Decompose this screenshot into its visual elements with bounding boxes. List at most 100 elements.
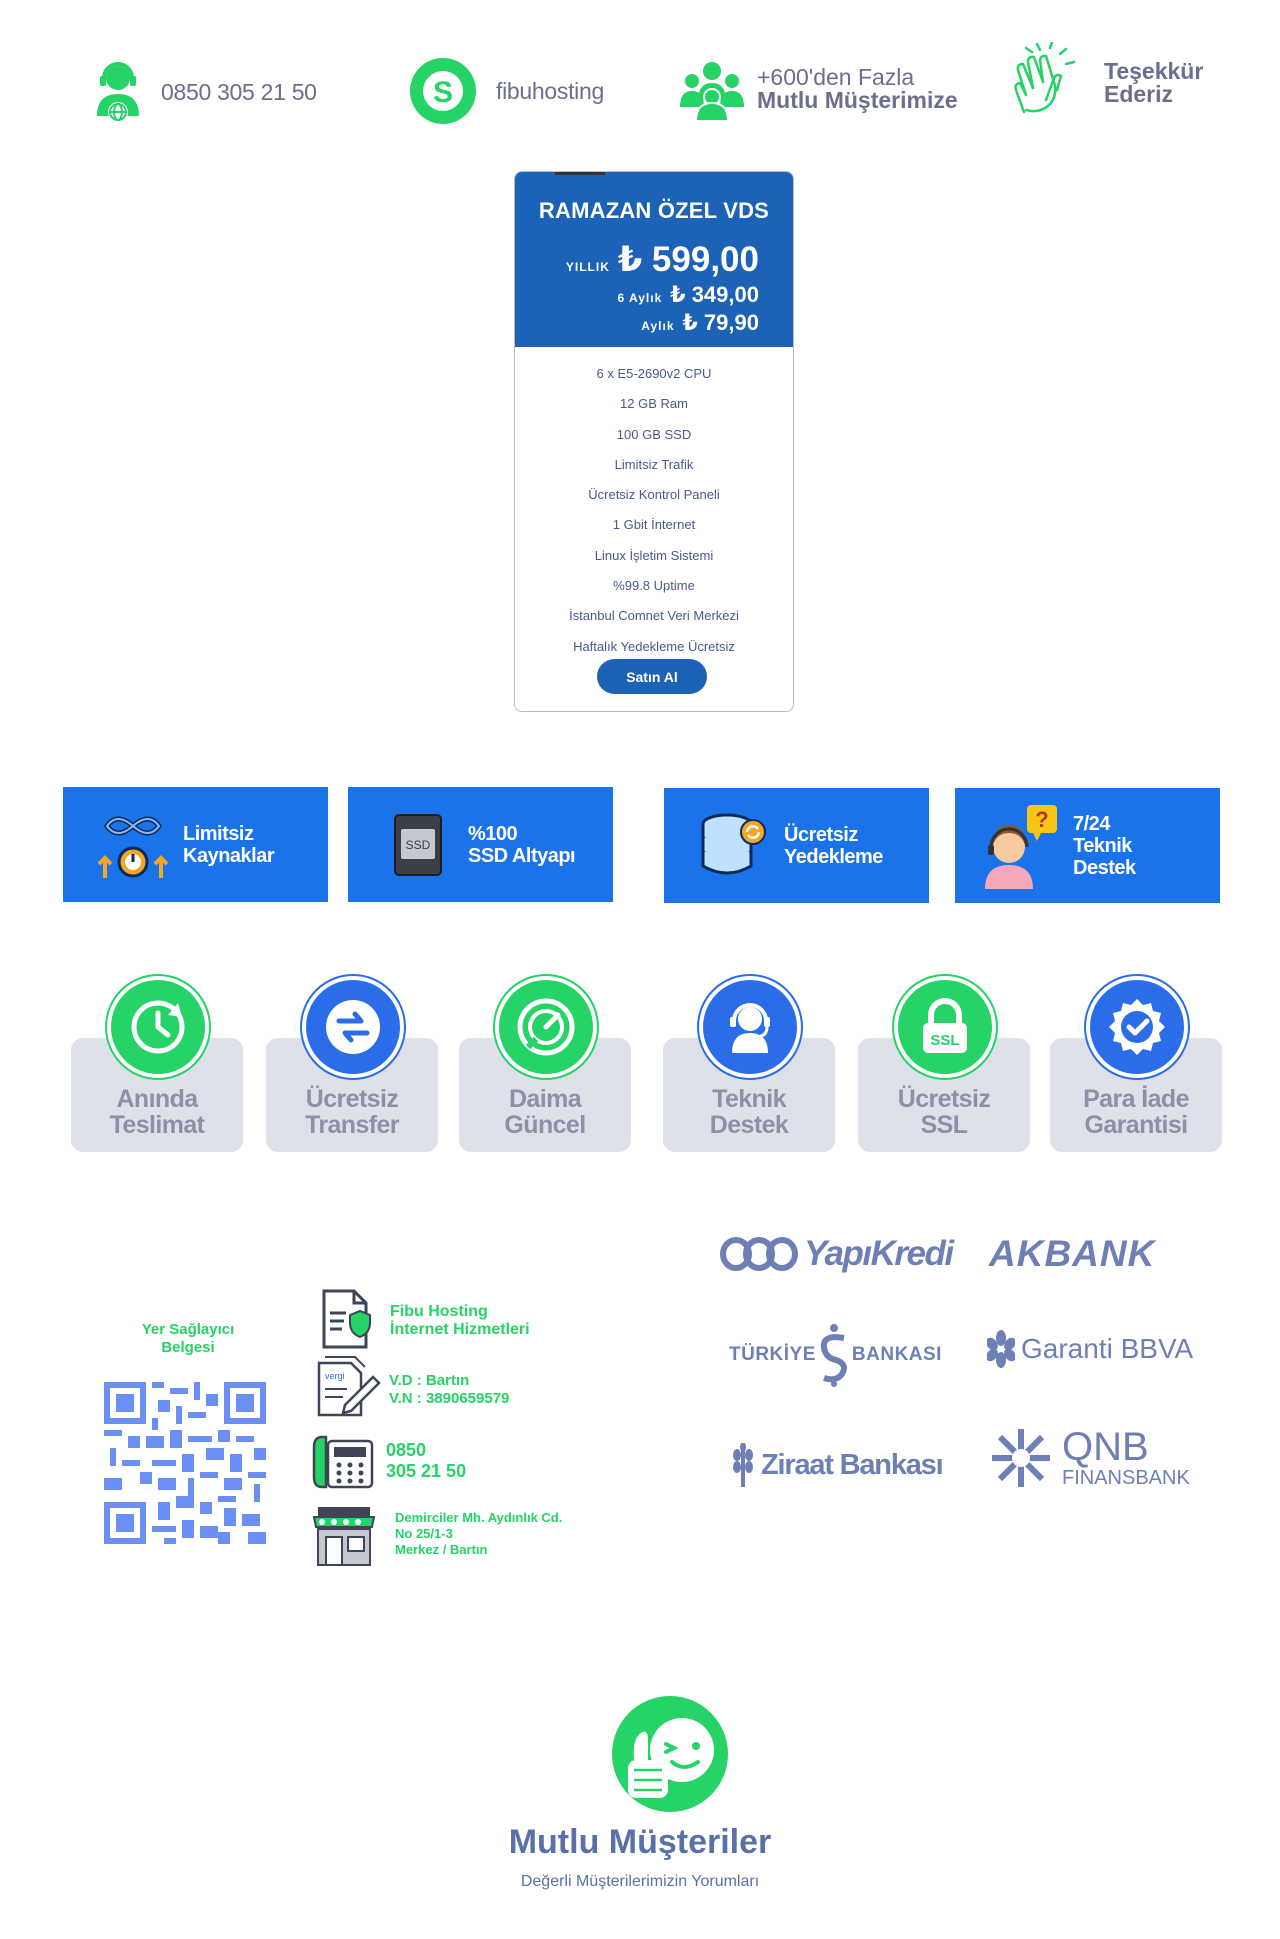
tax-number: V.N : 3890659579	[389, 1390, 510, 1407]
plan-feature: 12 GB Ram	[620, 396, 688, 412]
guarantee-check-icon	[1086, 976, 1188, 1078]
half-year-label: 6 Aylık	[617, 291, 663, 305]
yapikredi-knot-icon	[720, 1237, 798, 1271]
badge-line: Para İade	[1083, 1085, 1189, 1113]
bank-name: FINANSBANK	[1062, 1467, 1190, 1489]
buy-button[interactable]: Satın Al	[597, 659, 707, 694]
pricing-card-header: RAMAZAN ÖZEL VDS YILLIK ₺ 599,00 6 Aylık…	[515, 172, 793, 347]
plan-feature-list: 6 x E5-2690v2 CPU 12 GB Ram 100 GB SSD L…	[515, 347, 793, 662]
support-headset-icon	[699, 976, 801, 1078]
happy-customers-title: Mutlu Müşteriler	[508, 1823, 772, 1861]
bank-name: QNB	[1062, 1425, 1149, 1469]
tile-line: Teknik	[1073, 834, 1132, 857]
speedometer-icon	[495, 976, 597, 1078]
tile-line: %100	[468, 822, 518, 845]
badge-line: Teknik	[712, 1085, 786, 1113]
badge-line: Transfer	[305, 1111, 399, 1139]
badge-line: Daima	[508, 1085, 582, 1113]
company-address: Demirciler Mh. Aydınlık Cd. No 25/1-3 Me…	[395, 1510, 562, 1558]
clock-icon	[107, 976, 209, 1078]
plan-feature: 1 Gbit İnternet	[612, 517, 696, 533]
tile-line: Limitsiz	[183, 822, 254, 845]
customers-line-1: +600'den Fazla	[757, 64, 915, 90]
plan-feature: 100 GB SSD	[616, 426, 692, 442]
cert-line: Belgesi	[161, 1339, 215, 1356]
transfer-arrows-icon	[302, 976, 404, 1078]
document-shield-icon	[320, 1289, 372, 1354]
ssl-lock-icon: SSL	[894, 976, 996, 1078]
ssl-lock-label: SSL	[930, 1032, 959, 1049]
tile-line: Kaynaklar	[183, 844, 275, 867]
support-agent-icon	[97, 62, 139, 122]
tax-document-label: vergi	[325, 1371, 345, 1381]
tax-office: V.D : Bartın	[389, 1372, 470, 1389]
phone-contact[interactable]: 0850 305 21 50	[95, 60, 317, 124]
tile-line: Destek	[1073, 856, 1136, 879]
half-year-price-row: 6 Aylık ₺ 349,00	[617, 282, 759, 308]
tile-line: 7/24	[1073, 812, 1110, 835]
ssd-label: SSD	[406, 838, 431, 852]
tax-document-icon: vergi	[315, 1355, 385, 1424]
company-name-line: İnternet Hizmetleri	[390, 1321, 530, 1338]
svg-text:S: S	[433, 76, 453, 109]
tile-line: SSD Altyapı	[468, 844, 576, 867]
bank-logo-akbank: AKBANK	[989, 1233, 1156, 1274]
bank-name: Ziraat Bankası	[761, 1448, 944, 1481]
yearly-price: ₺ 599,00	[617, 240, 759, 279]
plan-feature: İstanbul Comnet Veri Merkezi	[569, 608, 739, 624]
footer-phone-line: 0850	[386, 1440, 427, 1460]
half-year-price: ₺ 349,00	[670, 282, 759, 307]
badge-line: Güncel	[504, 1111, 586, 1139]
plan-feature: Haftalık Yedekleme Ücretsiz	[573, 638, 735, 654]
badge-line: Ücretsiz	[897, 1085, 991, 1113]
tax-info: V.D : Bartın V.N : 3890659579	[389, 1372, 509, 1408]
thanks-line-2: Ederiz	[1104, 81, 1174, 107]
bank-logo-qnb: QNB FINANSBANK	[990, 1427, 1190, 1489]
plan-feature: Linux İşletim Sistemi	[594, 547, 714, 563]
ssd-drive-icon: SSD	[378, 805, 458, 885]
garanti-clover-icon	[987, 1330, 1015, 1368]
company-name: Fibu Hosting İnternet Hizmetleri	[390, 1303, 530, 1339]
qr-code[interactable]	[104, 1382, 266, 1549]
tile-ssd-infrastructure: SSD %100 SSD Altyapı	[348, 787, 613, 902]
clapping-hands-icon	[1014, 42, 1076, 114]
tile-support-247: ? 7/24 Teknik Destek	[955, 788, 1220, 903]
customers-line-2: Mutlu Müşterimize	[757, 87, 958, 113]
bank-name: TÜRKİYE	[729, 1344, 816, 1365]
shop-store-icon	[312, 1505, 376, 1572]
address-line: No 25/1-3	[395, 1526, 453, 1541]
plan-title: RAMAZAN ÖZEL VDS	[538, 198, 770, 223]
telephone-icon	[312, 1433, 376, 1496]
database-backup-icon	[694, 806, 774, 886]
badge-line: Destek	[709, 1111, 789, 1139]
happy-thumbs-up-icon	[610, 1694, 730, 1819]
tile-line: Yedekleme	[784, 845, 883, 868]
thanks-message: Teşekkür Ederiz	[1010, 42, 1203, 120]
bank-logo-isbank: TÜRKİYE BANKASI	[729, 1322, 942, 1388]
bank-name: Garanti BBVA	[1021, 1333, 1194, 1364]
isbank-emblem-icon	[820, 1324, 847, 1387]
support-question-icon: ?	[975, 804, 1065, 889]
qnb-star-icon	[992, 1429, 1050, 1487]
monthly-price-row: Aylık ₺ 79,90	[641, 310, 759, 336]
happy-customers-subtitle: Değerli Müşterilerimizin Yorumları	[520, 1873, 760, 1890]
address-line: Demirciler Mh. Aydınlık Cd.	[395, 1510, 563, 1525]
badge-line: Garantisi	[1084, 1111, 1189, 1139]
skype-username[interactable]: fibuhosting	[496, 77, 604, 104]
svg-text:?: ?	[1035, 807, 1048, 832]
bank-logo-yapikredi: YapıKredi	[720, 1233, 954, 1275]
provider-certificate-title: Yer Sağlayıcı Belgesi	[122, 1321, 254, 1357]
phone-number[interactable]: 0850 305 21 50	[161, 78, 317, 105]
yearly-price-row: YILLIK ₺ 599,00	[566, 240, 759, 280]
tile-unlimited-resources: Limitsiz Kaynaklar	[63, 787, 328, 902]
badge-line: SSL	[920, 1111, 968, 1139]
bank-name: BANKASI	[851, 1344, 942, 1365]
bank-logo-ziraat: Ziraat Bankası	[731, 1443, 944, 1487]
bank-logo-garanti: Garanti BBVA	[987, 1330, 1193, 1368]
badge-line: Ücretsiz	[305, 1085, 399, 1113]
infinity-resources-icon	[93, 805, 173, 885]
footer-phone[interactable]: 0850 305 21 50	[386, 1440, 466, 1482]
yearly-label: YILLIK	[565, 260, 610, 274]
cert-line: Yer Sağlayıcı	[141, 1321, 235, 1338]
skype-contact[interactable]: S fibuhosting	[410, 58, 604, 124]
